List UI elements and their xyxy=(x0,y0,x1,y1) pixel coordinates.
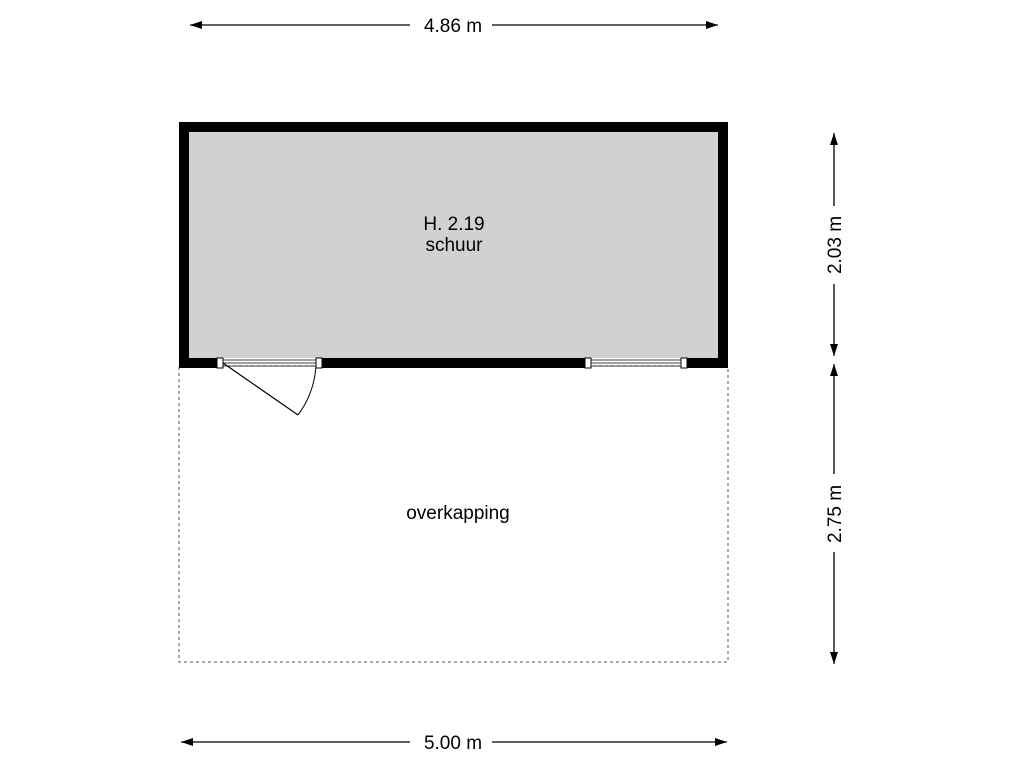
wall-left xyxy=(179,122,189,368)
dimension-right-lower-label: 2.75 m xyxy=(825,485,846,543)
door-leaf xyxy=(222,362,299,416)
wall-right xyxy=(718,122,728,368)
wall-bottom-segment-1 xyxy=(179,358,217,368)
dimension-top-label: 4.86 m xyxy=(424,16,482,37)
dimension-right-lower: 2.75 m xyxy=(825,364,846,664)
dimension-top: 4.86 m xyxy=(190,16,718,37)
wall-bottom-segment-2 xyxy=(322,358,585,368)
wall-bottom-segment-3 xyxy=(687,358,728,368)
room-code: H. 2.19 xyxy=(423,214,484,235)
shed-floor xyxy=(189,132,718,358)
room-name-shed: schuur xyxy=(425,235,483,256)
canopy-outline xyxy=(178,365,729,663)
room-name-canopy: overkapping xyxy=(406,503,510,524)
dimension-bottom-label: 5.00 m xyxy=(424,733,482,754)
door xyxy=(216,357,323,416)
window xyxy=(584,357,688,369)
dimension-right-upper: 2.03 m xyxy=(825,133,846,356)
shed: H. 2.19 schuur xyxy=(179,122,728,416)
dimension-bottom: 5.00 m xyxy=(181,733,727,754)
door-swing-arc xyxy=(297,365,317,416)
wall-top xyxy=(179,122,728,132)
dimension-right-upper-label: 2.03 m xyxy=(825,216,846,274)
